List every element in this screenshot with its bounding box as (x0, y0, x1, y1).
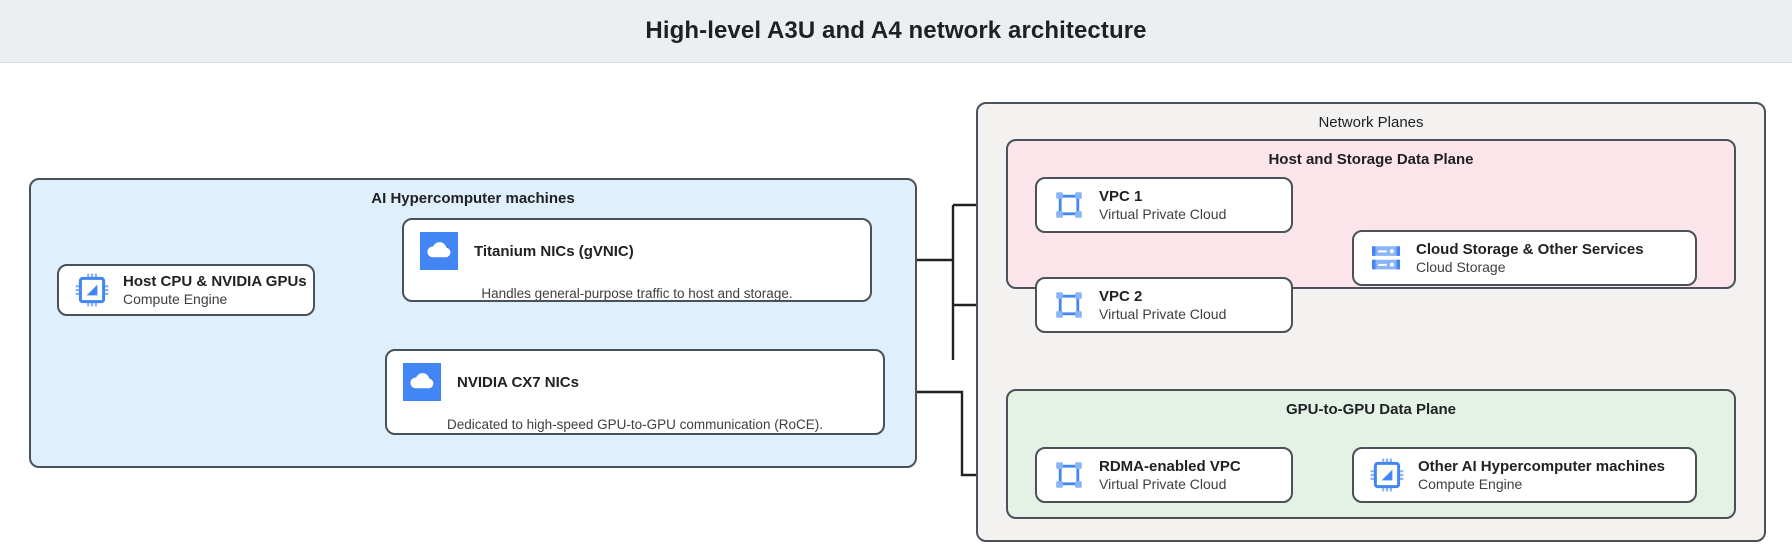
node-host-cpu-gpus[interactable]: Host CPU & NVIDIA GPUs Compute Engine (57, 264, 315, 316)
node-host-cpu-text: Host CPU & NVIDIA GPUs Compute Engine (123, 273, 307, 307)
node-rdma-enabled-vpc[interactable]: RDMA-enabled VPC Virtual Private Cloud (1035, 447, 1293, 503)
node-title: Titanium NICs (gVNIC) (474, 242, 634, 260)
cloud-storage-icon (1372, 246, 1400, 270)
node-caption: Dedicated to high-speed GPU-to-GPU commu… (447, 417, 823, 432)
cpu-chip-icon (1370, 458, 1404, 492)
node-vpc-2[interactable]: VPC 2 Virtual Private Cloud (1035, 277, 1293, 333)
vpc-icon (1056, 292, 1082, 318)
cpu-chip-icon (75, 273, 109, 307)
cloud-icon (403, 363, 441, 401)
group-title-ai-machines: AI Hypercomputer machines (371, 190, 575, 207)
node-title: VPC 1 (1099, 188, 1143, 205)
node-rdma-text: RDMA-enabled VPC Virtual Private Cloud (1099, 458, 1241, 492)
node-nvidia-cx7-nics[interactable]: NVIDIA CX7 NICs Dedicated to high-speed … (385, 349, 885, 435)
node-subtitle: Compute Engine (123, 291, 228, 307)
node-title: NVIDIA CX7 NICs (457, 373, 579, 391)
vpc-icon (1056, 192, 1082, 218)
node-title: VPC 2 (1099, 288, 1143, 305)
group-title-gpu-plane: GPU-to-GPU Data Plane (1285, 401, 1457, 418)
node-subtitle: Virtual Private Cloud (1099, 306, 1227, 322)
page-title: High-level A3U and A4 network architectu… (645, 17, 1147, 44)
node-titanium-header: Titanium NICs (gVNIC) (404, 220, 870, 280)
node-subtitle: Virtual Private Cloud (1099, 476, 1227, 492)
node-cloud-storage-text: Cloud Storage & Other Services Cloud Sto… (1416, 241, 1644, 275)
node-title: Other AI Hypercomputer machines (1418, 458, 1666, 475)
group-title-network-planes: Network Planes (1318, 114, 1424, 131)
node-other-ai-hypercomputer-machines[interactable]: Other AI Hypercomputer machines Compute … (1352, 447, 1697, 503)
node-other-machines-text: Other AI Hypercomputer machines Compute … (1418, 458, 1665, 492)
node-vpc-1[interactable]: VPC 1 Virtual Private Cloud (1035, 177, 1293, 233)
vpc-icon (1056, 462, 1082, 488)
cloud-icon (420, 232, 458, 270)
node-cx7-header: NVIDIA CX7 NICs (387, 351, 883, 411)
diagram-canvas: AI Hypercomputer machines (0, 64, 1792, 560)
node-titanium-nics[interactable]: Titanium NICs (gVNIC) Handles general-pu… (402, 218, 872, 302)
node-vpc-1-text: VPC 1 Virtual Private Cloud (1099, 188, 1226, 222)
node-vpc-2-text: VPC 2 Virtual Private Cloud (1099, 288, 1226, 322)
group-title-host-storage-plane: Host and Storage Data Plane (1268, 151, 1474, 168)
node-subtitle: Cloud Storage (1416, 259, 1506, 275)
node-cloud-storage[interactable]: Cloud Storage & Other Services Cloud Sto… (1352, 230, 1697, 286)
node-caption: Handles general-purpose traffic to host … (481, 286, 793, 301)
node-title: Host CPU & NVIDIA GPUs (123, 273, 307, 290)
node-subtitle: Virtual Private Cloud (1099, 206, 1227, 222)
node-title: Cloud Storage & Other Services (1416, 241, 1644, 258)
page-header: High-level A3U and A4 network architectu… (0, 0, 1792, 63)
node-title: RDMA-enabled VPC (1099, 458, 1241, 475)
node-subtitle: Compute Engine (1418, 476, 1523, 492)
